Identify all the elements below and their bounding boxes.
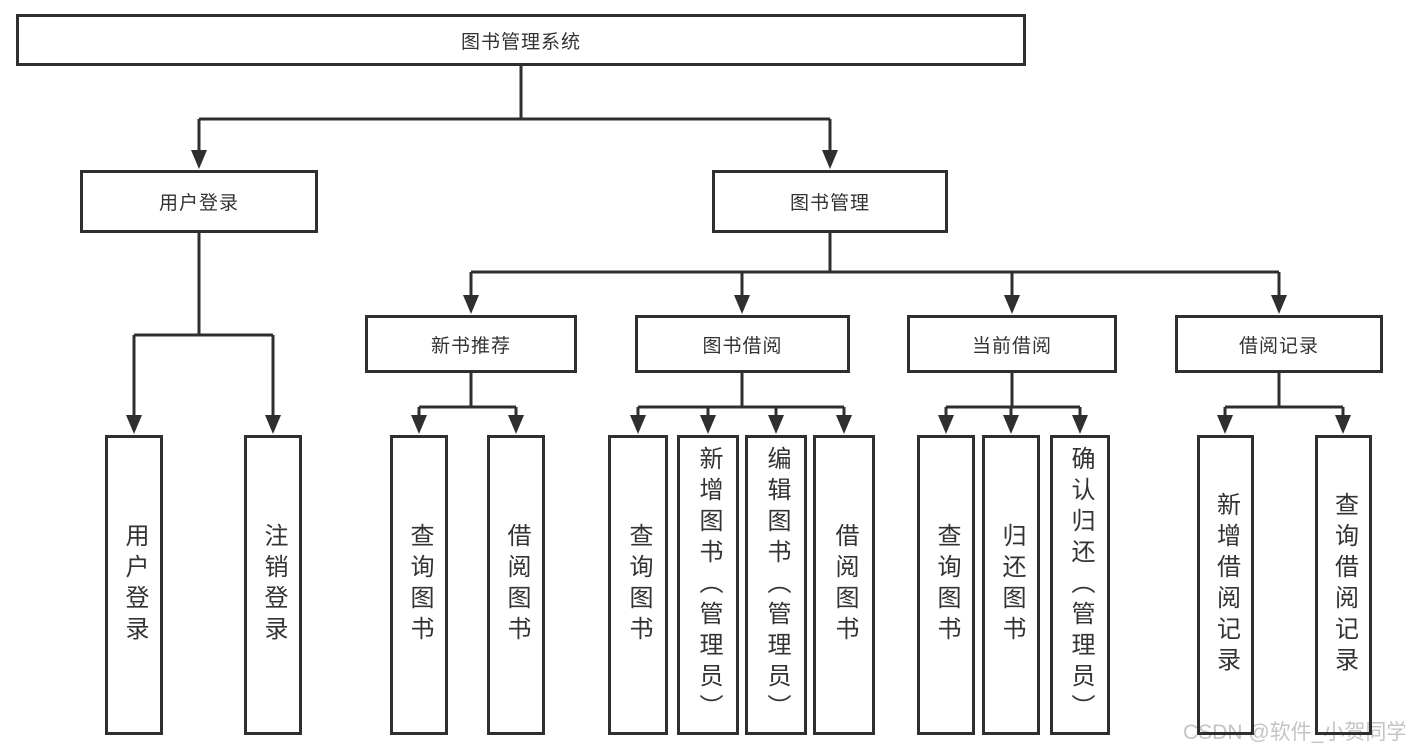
leaf-newbooks-borrow-books: 借阅图书 xyxy=(487,435,545,735)
connector-arrowheads-level2 xyxy=(191,150,838,169)
node-user-login: 用户登录 xyxy=(80,170,318,233)
leaf-records-add-record-label: 新增借阅记录 xyxy=(1212,492,1240,678)
leaf-current-confirm-return-admin-label: 确认归还（管理员） xyxy=(1067,445,1094,725)
csdn-watermark: CSDN @软件_小贺同学 xyxy=(1183,721,1405,744)
leaf-borrowing-borrow-books: 借阅图书 xyxy=(813,435,875,735)
connector-arrowheads-new-books-leaves xyxy=(411,415,524,434)
connector-arrowheads-borrow-records-leaves xyxy=(1217,415,1351,434)
leaf-records-add-record: 新增借阅记录 xyxy=(1197,435,1254,735)
node-book-management: 图书管理 xyxy=(712,170,948,233)
node-root-system: 图书管理系统 xyxy=(16,14,1026,66)
leaf-newbooks-borrow-books-label: 借阅图书 xyxy=(503,523,530,647)
leaf-logout-label: 注销登录 xyxy=(260,523,287,647)
leaf-current-return-books-label: 归还图书 xyxy=(998,523,1025,647)
leaf-borrowing-query-books: 查询图书 xyxy=(608,435,668,735)
leaf-records-query-record-label: 查询借阅记录 xyxy=(1330,492,1358,678)
node-book-borrowing: 图书借阅 xyxy=(635,315,850,373)
leaf-current-confirm-return-admin: 确认归还（管理员） xyxy=(1050,435,1110,735)
connector-borrow-records-to-leaves xyxy=(1223,373,1345,416)
connector-current-borrow-to-leaves xyxy=(944,373,1082,416)
leaf-borrowing-add-books-admin: 新增图书（管理员） xyxy=(677,435,739,735)
leaf-newbooks-query-books: 查询图书 xyxy=(390,435,448,735)
leaf-current-return-books: 归还图书 xyxy=(982,435,1040,735)
connector-arrowheads-current-borrow-leaves xyxy=(938,415,1088,434)
leaf-current-query-books-label: 查询图书 xyxy=(933,523,960,647)
connector-book-borrow-to-leaves xyxy=(636,373,846,416)
connector-arrowheads-level3 xyxy=(463,295,1287,314)
connector-arrowheads-user-login-leaves xyxy=(126,415,281,434)
leaf-borrowing-edit-books-admin: 编辑图书（管理员） xyxy=(745,435,807,735)
leaf-user-login: 用户登录 xyxy=(105,435,163,735)
node-current-borrowing: 当前借阅 xyxy=(907,315,1117,373)
leaf-newbooks-query-books-label: 查询图书 xyxy=(406,523,433,647)
connector-new-books-to-leaves xyxy=(417,373,518,416)
leaf-borrowing-add-books-admin-label: 新增图书（管理员） xyxy=(695,445,722,725)
leaf-user-login-label: 用户登录 xyxy=(121,523,148,647)
leaf-borrowing-query-books-label: 查询图书 xyxy=(625,523,652,647)
connector-user-login-to-leaves xyxy=(132,233,275,416)
leaf-records-query-record: 查询借阅记录 xyxy=(1315,435,1372,735)
leaf-borrowing-edit-books-admin-label: 编辑图书（管理员） xyxy=(763,445,790,725)
leaf-borrowing-borrow-books-label: 借阅图书 xyxy=(831,523,858,647)
connector-book-mgmt-to-level3 xyxy=(469,233,1281,296)
connector-arrowheads-book-borrow-leaves xyxy=(630,415,852,434)
leaf-logout: 注销登录 xyxy=(244,435,302,735)
connector-root-to-level2 xyxy=(197,66,832,151)
node-borrowing-records: 借阅记录 xyxy=(1175,315,1383,373)
node-new-book-recommend: 新书推荐 xyxy=(365,315,577,373)
leaf-current-query-books: 查询图书 xyxy=(917,435,975,735)
